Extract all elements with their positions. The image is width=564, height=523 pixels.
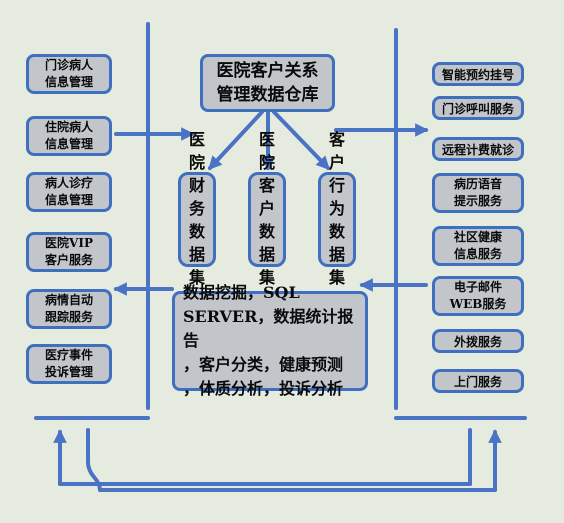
left-module: 门诊病人 信息管理 <box>26 54 112 94</box>
right-service: 病历语音 提示服务 <box>432 173 524 213</box>
analysis-tools: 数据挖掘，SQL SERVER，数据统计报告 ，客户分类，健康预测 ，体质分析，… <box>172 283 368 398</box>
data-mart: 客 户 行 为 数 据 集 市 <box>318 130 356 310</box>
right-service: 门诊呼叫服务 <box>432 96 524 120</box>
loop-crossover <box>86 460 102 492</box>
left-module: 住院病人 信息管理 <box>26 116 112 156</box>
left-module: 医院VIP 客户服务 <box>26 232 112 272</box>
right-service: 远程计费就诊 <box>432 137 524 161</box>
right-service: 电子邮件 WEB服务 <box>432 276 524 316</box>
right-service: 外拨服务 <box>432 329 524 353</box>
data-mart: 医 院 客 户 数 据 集 市 <box>248 130 286 310</box>
arrow-to-mart-1 <box>208 110 264 170</box>
left-module: 病人诊疗 信息管理 <box>26 172 112 212</box>
left-module: 病情自动 跟踪服务 <box>26 289 112 329</box>
right-service: 社区健康 信息服务 <box>432 226 524 266</box>
data-mart: 医 院 财 务 数 据 集 市 <box>178 130 216 310</box>
right-service: 智能预约挂号 <box>432 62 524 86</box>
data-warehouse: 医院客户关系 管理数据仓库 <box>200 54 335 112</box>
arrow-to-mart-3 <box>272 110 330 170</box>
right-service: 上门服务 <box>432 369 524 393</box>
left-module: 医疗事件 投诉管理 <box>26 344 112 384</box>
